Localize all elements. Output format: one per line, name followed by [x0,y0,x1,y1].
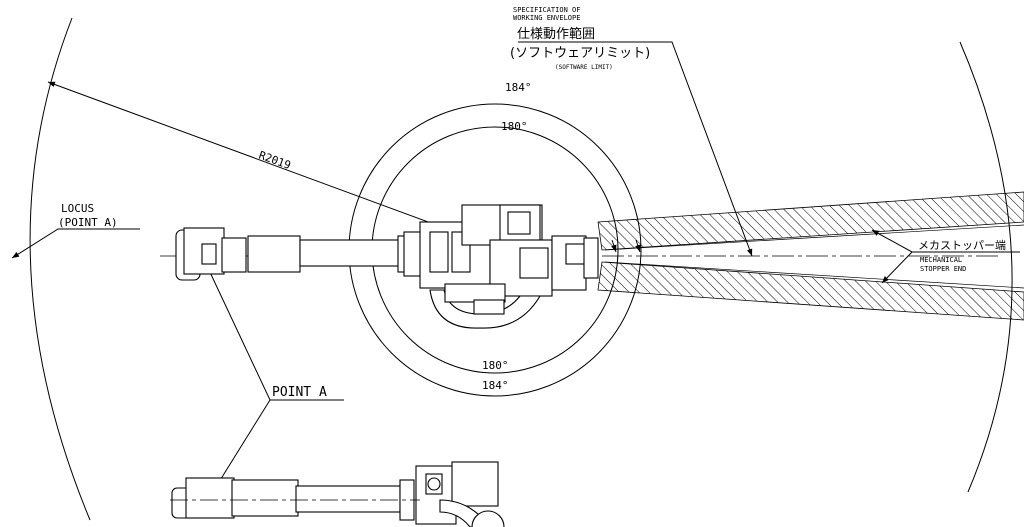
spec-title-en-1: SPECIFICATION OF [513,6,580,14]
locus-label-2: (POINT A) [58,216,118,229]
spec-leader [518,41,753,257]
software-limit-en: (SOFTWARE LIMIT) [555,64,613,71]
soft-limit-line-lower [604,261,1024,289]
point-a-label: POINT A [272,385,327,400]
locus-arc-right [959,41,1013,493]
angle-180-top: 180° [501,120,528,133]
angle-184-top: 184° [505,81,532,94]
soft-limit-line-upper [604,224,1024,251]
stopper-leader-lower [881,251,913,284]
angle-180-bottom: 180° [482,359,509,372]
spec-title-jp: 仕様動作範囲 [517,27,595,42]
arrow-184-right [635,239,641,253]
robot-base [419,204,599,329]
stopper-label-en-2: STOPPER END [920,265,966,273]
radius-leader [47,81,489,245]
locus-label-1: LOCUS [61,202,94,215]
stopper-label-jp: メカストッパー端 [918,239,1006,252]
spec-title-en-2: WORKING ENVELOPE [513,14,580,22]
stopper-hatch-upper [597,191,1024,251]
robot-arm-extended [175,227,425,281]
software-limit-jp: (ソフトウェアリミット) [510,46,650,61]
robot-arm-folded [170,461,505,527]
point-a-leader [207,267,344,401]
locus-arc-left [29,17,91,521]
point-a-leader-lower [213,399,271,491]
stopper-label-en-1: MECHANICAL [920,256,962,264]
angle-184-bottom: 184° [482,379,509,392]
arrow-180-right [611,239,617,253]
locus-leader [11,228,140,259]
radius-label: R2019 [257,149,293,173]
